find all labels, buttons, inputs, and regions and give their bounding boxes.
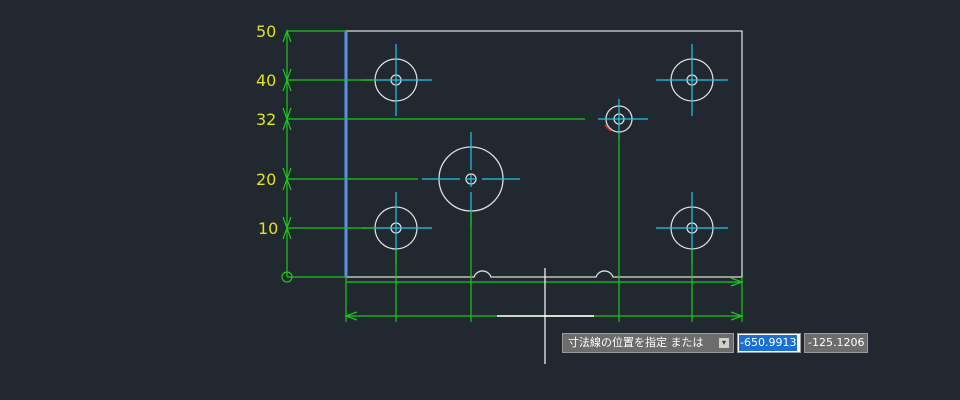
command-prompt-tooltip: 寸法線の位置を指定 または ▾ xyxy=(562,333,734,353)
dim-label-10: 10 xyxy=(258,219,278,238)
part-outline xyxy=(346,30,743,278)
holes xyxy=(374,58,714,250)
dim-label-32: 32 xyxy=(256,110,276,129)
crosshair-cursor xyxy=(544,268,594,364)
dim-label-50: 50 xyxy=(256,22,276,41)
dimension-lines xyxy=(281,29,744,322)
x-coordinate-input[interactable] xyxy=(737,333,801,353)
dim-label-20: 20 xyxy=(256,170,276,189)
prompt-text: 寸法線の位置を指定 または xyxy=(568,336,704,349)
down-arrow-icon[interactable]: ▾ xyxy=(719,338,729,348)
y-coordinate-field[interactable]: -125.1206 xyxy=(804,333,868,353)
dim-label-40: 40 xyxy=(256,71,276,90)
